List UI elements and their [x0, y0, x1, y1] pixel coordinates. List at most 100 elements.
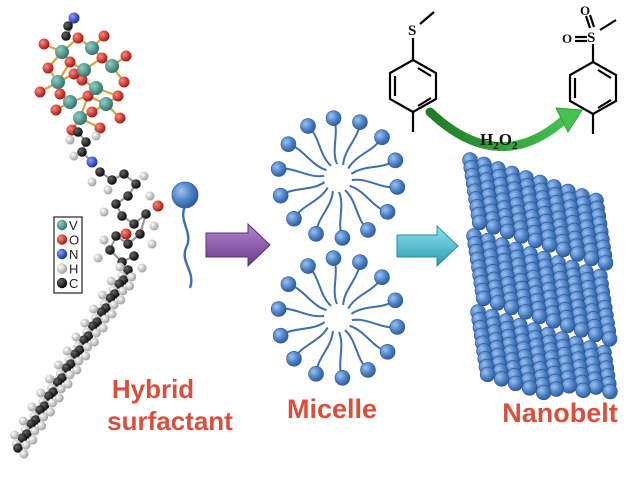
atom-h — [18, 416, 28, 426]
atom-h — [91, 131, 101, 141]
nanobelt-sphere — [493, 371, 510, 387]
atom-c — [131, 179, 141, 189]
atom-c — [129, 219, 139, 229]
atom-n — [86, 156, 98, 168]
atom-h — [107, 309, 117, 319]
label-micelle: Micelle — [287, 394, 377, 424]
atom-h — [91, 328, 101, 338]
nanobelt-sphere — [559, 317, 576, 334]
atom-v — [89, 81, 103, 95]
atom-o — [98, 30, 110, 42]
atom-o — [112, 90, 124, 102]
nanobelt-sphere — [513, 228, 530, 244]
atom-c — [52, 377, 63, 387]
legend-atom-h — [56, 263, 68, 274]
arrow-to-micelle — [205, 222, 271, 268]
legend-label-n: N — [69, 247, 78, 262]
atom-c — [105, 245, 115, 255]
atom-h — [149, 221, 159, 231]
atom-c — [17, 433, 28, 443]
nanobelt-sphere — [531, 308, 548, 325]
legend-atom-o — [56, 234, 68, 245]
atom-h — [45, 407, 55, 417]
atom-h — [93, 253, 103, 263]
legend-atom-c — [56, 277, 68, 289]
atom-c — [135, 229, 145, 239]
atom-c — [95, 167, 105, 177]
nanobelt-sphere — [583, 250, 600, 267]
atom-c — [123, 239, 133, 249]
atom-o — [34, 86, 46, 98]
micelle-head — [286, 210, 302, 227]
micelle-head — [280, 136, 297, 152]
atom-o — [68, 68, 80, 80]
atom-h — [97, 290, 107, 300]
atom-h — [109, 300, 119, 310]
micelle-head — [389, 179, 406, 195]
atom-o — [64, 56, 76, 68]
hybrid-surfactant-molecule — [9, 12, 164, 459]
atom-h — [54, 393, 64, 403]
micelle-head — [300, 118, 316, 134]
micelle-bottom — [270, 250, 406, 386]
nanobelt-sphere — [535, 384, 552, 401]
sulfone-molecule — [568, 14, 618, 134]
atom-h — [80, 318, 90, 328]
atom-h — [27, 402, 37, 412]
micelle-head — [360, 362, 376, 378]
atom-h — [39, 412, 49, 422]
atom-h — [125, 281, 135, 291]
oxygen-label-2: O — [580, 3, 590, 18]
atom-h — [65, 370, 75, 380]
atom-h — [36, 388, 46, 398]
atom-h — [83, 342, 93, 352]
atom-h — [147, 239, 157, 249]
atom-h — [99, 235, 109, 245]
single-surfactant-icon — [171, 181, 199, 289]
atom-c — [81, 137, 91, 147]
label-nanobelt: Nanobelt — [502, 398, 618, 428]
atom-c — [13, 443, 23, 453]
atom-v — [51, 75, 65, 89]
micelle-head — [360, 222, 376, 238]
oxidant-label: H2O2 — [480, 130, 518, 152]
atom-c — [123, 191, 133, 201]
atom-h — [56, 384, 66, 394]
atom-c — [26, 419, 36, 429]
atom-v — [99, 97, 113, 111]
atom-h — [87, 177, 97, 187]
nanobelt-sphere — [601, 331, 618, 347]
sulfur-label-right: S — [587, 30, 595, 46]
micelle-head — [352, 114, 368, 130]
sulfur-label-left: S — [408, 23, 416, 39]
nanobelt-sphere — [507, 375, 524, 392]
micelle-head — [374, 269, 390, 286]
atom-v — [73, 111, 87, 125]
nanobelt-sphere — [561, 378, 577, 394]
atom-o — [86, 106, 98, 118]
atom-h — [28, 435, 38, 445]
atom-h — [115, 262, 125, 272]
atom-v — [55, 45, 69, 59]
atom-h — [118, 286, 128, 296]
atom-h — [21, 440, 31, 450]
legend-label-c: C — [69, 276, 78, 291]
atom-c — [73, 127, 83, 137]
micelle-head — [352, 254, 368, 270]
atom-c — [70, 349, 80, 359]
atom-c — [44, 391, 54, 401]
legend-atom-v — [56, 219, 68, 231]
atom-h — [89, 304, 99, 314]
legend-label-h: H — [69, 262, 78, 277]
atom-o — [114, 112, 126, 124]
nanobelt-sphere — [541, 237, 558, 253]
micelle-head — [334, 370, 351, 386]
nanobelt-sphere — [569, 246, 586, 262]
micelle-head — [308, 366, 324, 382]
atom-h — [103, 185, 113, 195]
nanobelt-sphere — [588, 379, 604, 395]
atom-h — [45, 374, 55, 384]
atom-c — [63, 21, 73, 31]
